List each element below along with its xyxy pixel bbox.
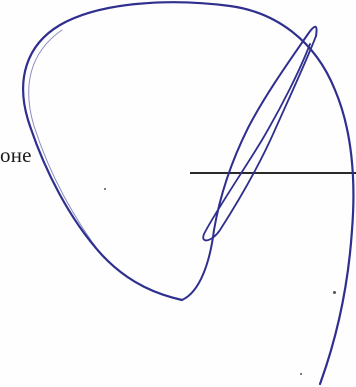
signature-strokes (22, 1, 355, 386)
signature-return-stroke (181, 25, 318, 301)
signature-line (190, 172, 356, 174)
signature-spike-stroke (202, 35, 317, 242)
signature-loop-stroke (22, 1, 355, 386)
ink-speck (104, 188, 106, 190)
cropped-text-fragment: оне (0, 143, 32, 167)
signature-outer-trace (28, 29, 105, 259)
ink-speck (333, 291, 336, 294)
ink-speck (300, 373, 302, 375)
